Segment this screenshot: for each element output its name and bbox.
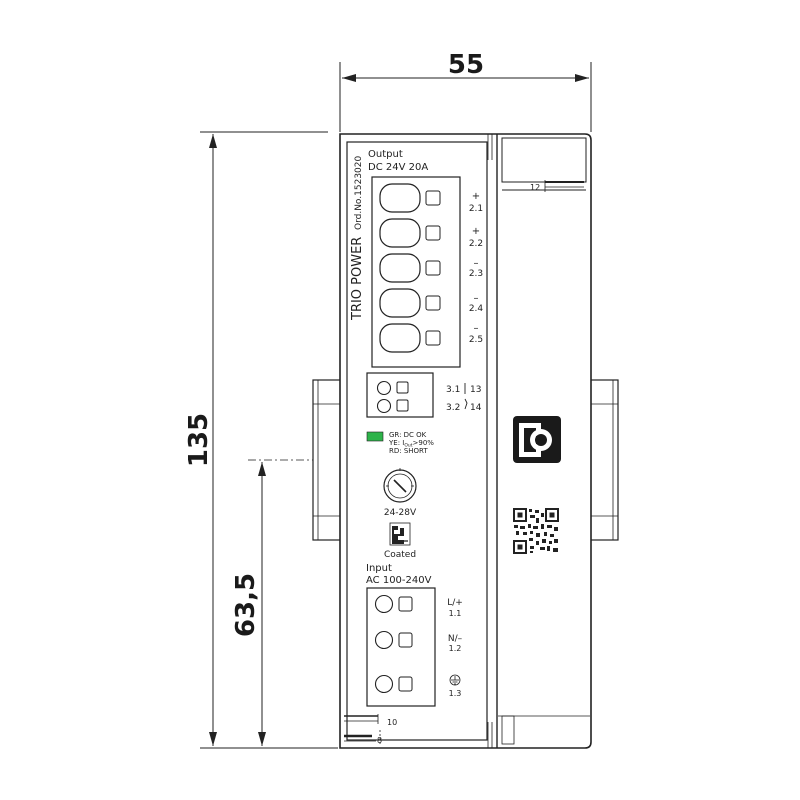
output-terminal-2-4[interactable] xyxy=(379,288,441,318)
terminal-sign: + xyxy=(472,191,480,202)
output-title: Output xyxy=(368,149,403,160)
height-dimension: 135 xyxy=(184,131,338,749)
width-label: 55 xyxy=(448,50,484,80)
output-terminal-labels: + 2.1 + 2.2 – 2.3 – 2.4 – 2.5 xyxy=(469,191,484,345)
width-dimension: 55 xyxy=(339,50,592,132)
terminal-id: 2.1 xyxy=(469,204,483,214)
partial-height-dimension: 63,5 xyxy=(231,459,338,746)
relay-label-14: 14 xyxy=(470,403,482,413)
relay-label-13: 13 xyxy=(470,385,481,395)
coated-label: Coated xyxy=(384,550,416,560)
status-led xyxy=(366,431,384,442)
output-terminal-2-2[interactable] xyxy=(379,218,441,248)
led-legend-yellow: YE: IOut>90% xyxy=(388,439,434,449)
potentiometer-label: 24-28V xyxy=(384,508,417,518)
order-number-label: Ord.No.1523020 xyxy=(354,156,364,230)
relay-contact-labels: 3.1 3.2 13 14 xyxy=(446,383,482,413)
terminal-id: 2.4 xyxy=(469,304,484,314)
terminal-id: 2.5 xyxy=(469,335,483,345)
terminal-sign: – xyxy=(474,293,479,304)
bottom-markers: 10 8 xyxy=(344,714,397,746)
output-terminal-2-1[interactable] xyxy=(379,183,441,213)
input-rating: AC 100-240V xyxy=(366,575,432,586)
marker-10-label: 10 xyxy=(387,718,397,727)
din-rail xyxy=(312,379,619,541)
input-id-1-3: 1.3 xyxy=(449,689,462,698)
input-terminal-block[interactable] xyxy=(366,587,436,707)
led-legend-yellow-suffix: >90% xyxy=(413,439,435,447)
input-id-1-2: 1.2 xyxy=(449,644,462,653)
led-legend: GR: DC OK YE: IOut>90% RD: SHORT xyxy=(388,431,434,455)
terminal-sign: + xyxy=(472,226,480,237)
input-id-1-1: 1.1 xyxy=(449,609,462,618)
input-terminal-1-1[interactable] xyxy=(374,594,413,614)
output-terminal-block[interactable] xyxy=(371,176,461,368)
brand-label: TRIO POWER xyxy=(350,237,365,321)
relay-label-3-2: 3.2 xyxy=(446,403,460,413)
output-terminal-2-5[interactable] xyxy=(379,323,441,353)
input-sign-1-1: L/+ xyxy=(447,598,463,608)
terminal-sign: – xyxy=(474,258,479,269)
output-rating: DC 24V 20A xyxy=(368,162,428,173)
marker-8-label: 8 xyxy=(377,736,382,745)
output-terminal-2-3[interactable] xyxy=(379,253,441,283)
terminal-sign: – xyxy=(474,323,479,334)
partial-height-label: 63,5 xyxy=(231,573,261,637)
led-legend-yellow-text: YE: I xyxy=(388,439,404,447)
side-marker-12-label: 12 xyxy=(530,183,540,192)
terminal-id: 2.3 xyxy=(469,269,483,279)
led-legend-green: GR: DC OK xyxy=(389,431,427,439)
terminal-id: 2.2 xyxy=(469,239,483,249)
ground-icon xyxy=(449,674,461,686)
input-terminal-1-3[interactable] xyxy=(374,674,413,694)
relay-terminal-block[interactable] xyxy=(366,372,434,418)
potentiometer-icon[interactable] xyxy=(383,468,417,503)
brand-logo-icon xyxy=(513,416,561,463)
qr-code-icon xyxy=(513,508,559,554)
input-terminal-1-2[interactable] xyxy=(374,630,413,650)
coated-icon xyxy=(389,522,411,546)
led-legend-yellow-sub: Out xyxy=(404,443,412,449)
led-legend-red: RD: SHORT xyxy=(389,447,428,455)
side-marker-12: 12 xyxy=(530,180,584,192)
height-label: 135 xyxy=(184,413,214,467)
input-title: Input xyxy=(366,563,392,574)
relay-label-3-1: 3.1 xyxy=(446,385,460,395)
input-terminal-labels: L/+ 1.1 N/– 1.2 1.3 xyxy=(447,598,463,698)
input-sign-1-2: N/– xyxy=(448,634,463,644)
